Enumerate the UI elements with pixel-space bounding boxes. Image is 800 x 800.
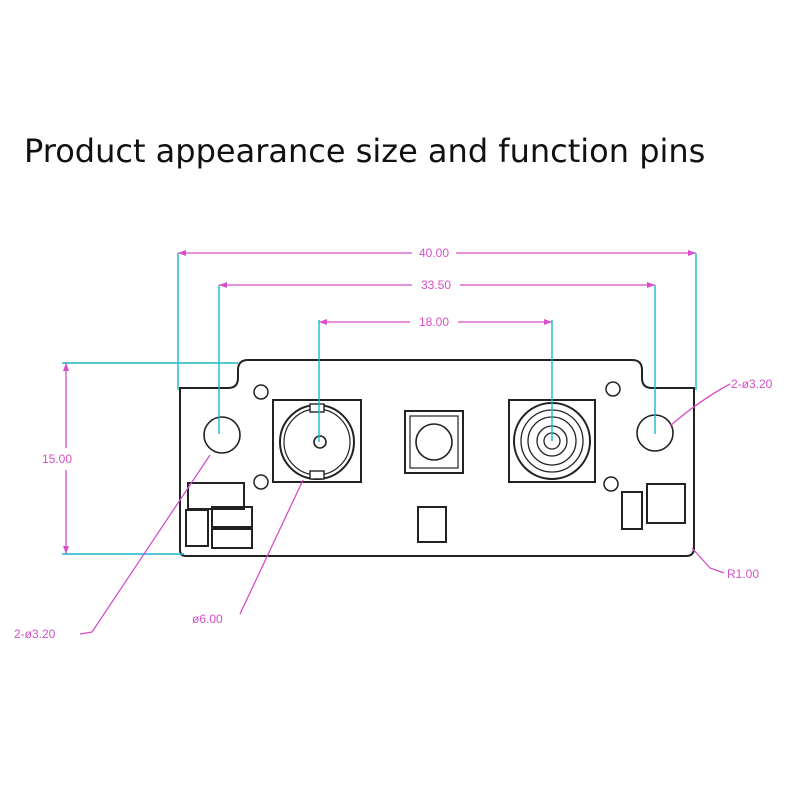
board-outline <box>179 359 695 557</box>
dimension-lines <box>65 252 731 635</box>
dimension-arrows <box>63 250 696 554</box>
dim-overall-width: 40.00 <box>419 246 449 260</box>
dim-height: 15.00 <box>42 452 72 466</box>
dim-hole-left: 2-ø3.20 <box>14 627 56 641</box>
camera-module-right <box>508 399 596 483</box>
component-pad <box>211 528 253 549</box>
small-hole <box>603 476 619 492</box>
component-pad <box>621 491 643 530</box>
component-pad <box>187 482 245 510</box>
page-title: Product appearance size and function pin… <box>24 132 706 170</box>
component-pad <box>646 483 686 524</box>
dim-hole-spacing: 33.50 <box>421 278 451 292</box>
mounting-hole-left <box>203 416 241 454</box>
extension-lines <box>62 253 697 555</box>
led-module-left <box>272 399 362 483</box>
small-hole <box>253 474 269 490</box>
dim-led-diameter: ø6.00 <box>192 612 223 626</box>
dim-hole-right: 2-ø3.20 <box>731 377 773 391</box>
small-hole <box>253 384 269 400</box>
component-pad <box>211 506 253 528</box>
center-sensor <box>404 410 464 474</box>
dim-corner-radius: R1.00 <box>727 567 759 581</box>
small-hole <box>605 381 621 397</box>
dim-led-spacing: 18.00 <box>419 315 449 329</box>
component-pad <box>185 509 209 547</box>
component-pad <box>417 506 447 543</box>
